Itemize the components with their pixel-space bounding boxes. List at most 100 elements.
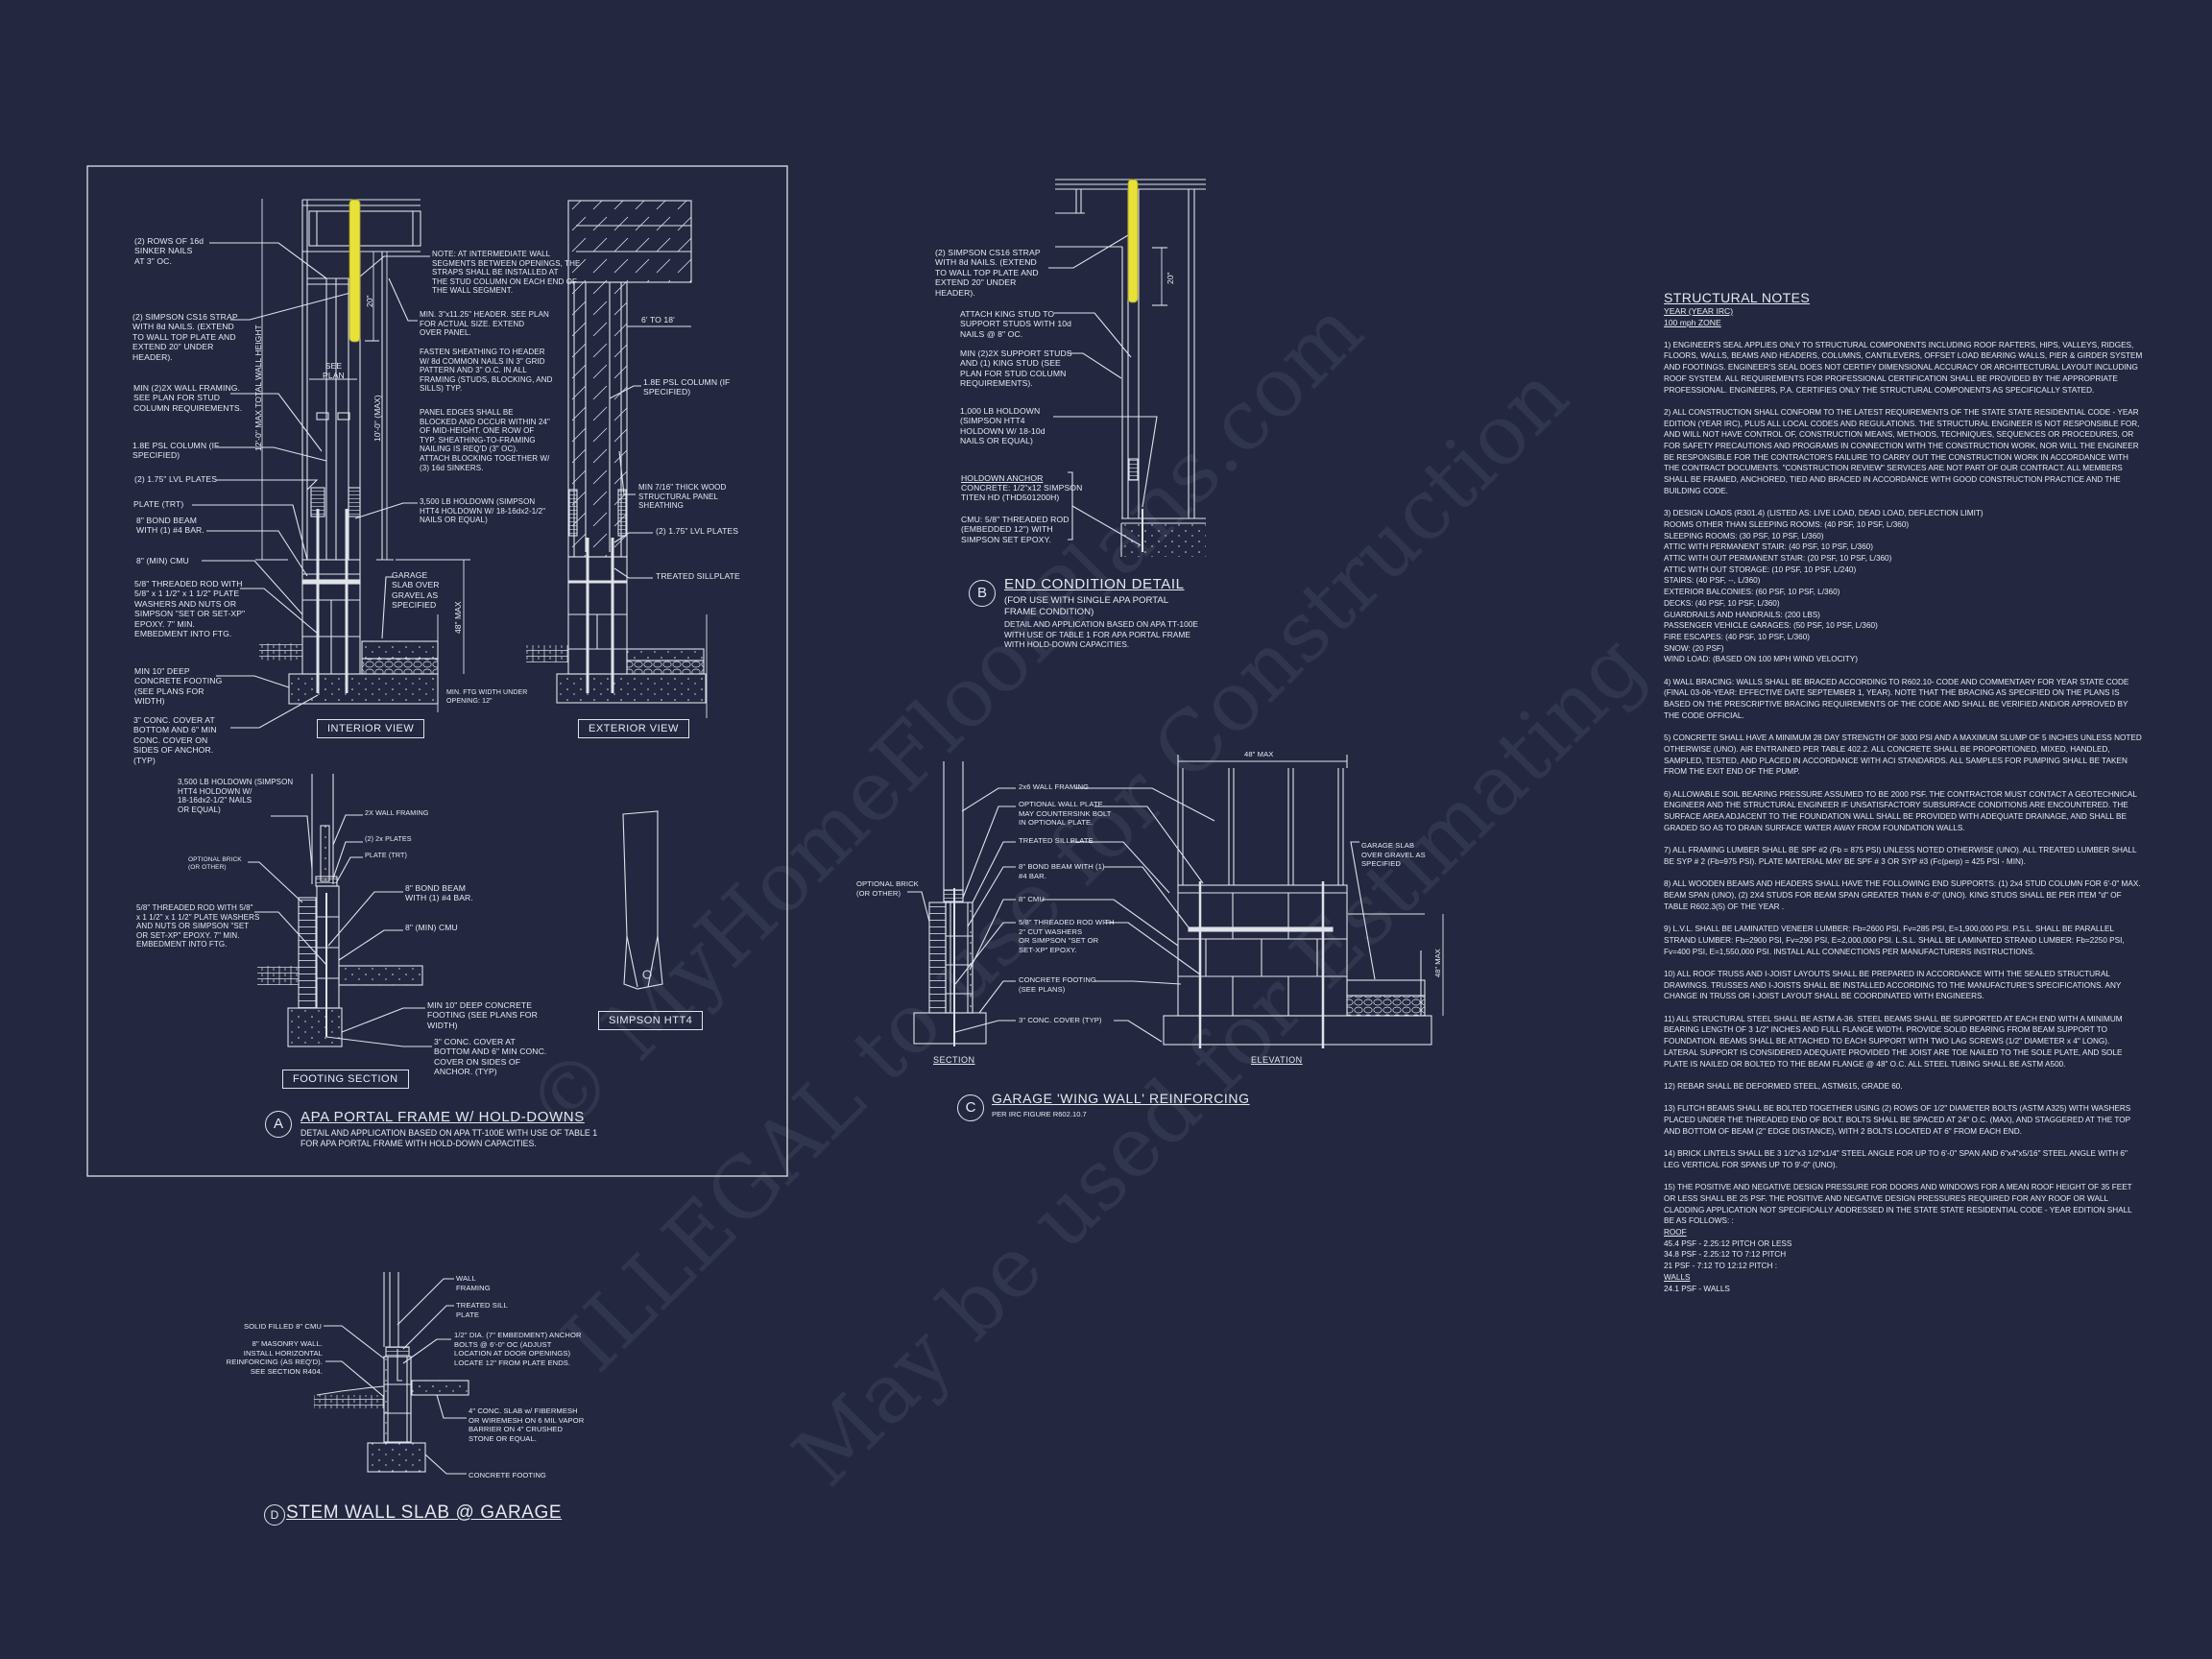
dim-strap-extension: 20" [365, 295, 374, 307]
label-min-ftg-width: MIN. FTG WIDTH UNDER OPENING: 12" [446, 689, 528, 705]
note-4: 4) WALL BRACING: WALLS SHALL BE BRACED A… [1664, 677, 2129, 720]
note-7: 7) ALL FRAMING LUMBER SHALL BE SPF #2 (F… [1664, 846, 2137, 866]
label-conc-cover: 3" CONC. COVER AT BOTTOM AND 6" MIN CONC… [133, 715, 217, 765]
walls-pressure: 24.1 PSF - WALLS [1664, 1284, 1730, 1293]
caption-exterior-view: EXTERIOR VIEW [578, 719, 689, 738]
wing-wall-section-drawing [907, 761, 1016, 1046]
dim-stem-max: 48" MAX [453, 601, 463, 634]
label-fs-conc-cover: 3" CONC. COVER AT BOTTOM AND 6" MIN CONC… [434, 1037, 547, 1077]
label-plate-trt: PLATE (TRT) [133, 499, 184, 509]
label-threaded-rod: 5/8" THREADED ROD WITH 5/8" x 1 1/2" x 1… [134, 579, 246, 639]
exterior-view-drawing [526, 200, 708, 718]
roof-pressure: 45.4 PSF - 2.25:12 PITCH OR LESS [1664, 1238, 1792, 1248]
label-c-bond-beam: 8" BOND BEAM WITH (1) #4 BAR. [1019, 862, 1105, 880]
design-loads-list: ROOMS OTHER THAN SLEEPING ROOMS: (40 PSF… [1664, 519, 2144, 665]
label-c-wall-framing: 2x6 WALL FRAMING [1019, 782, 1090, 791]
label-d-slab: 4" CONC. SLAB w/ FIBERMESH OR WIREMESH O… [469, 1407, 585, 1443]
design-load: DECKS: (40 PSF, 10 PSF, L/360) [1664, 598, 1780, 608]
label-b-cmu: CMU: 5/8" THREADED ROD (EMBEDDED 12") WI… [961, 515, 1070, 544]
label-cs16-strap: (2) SIMPSON CS16 STRAP WITH 8d NAILS. (E… [132, 312, 238, 362]
label-treated-sillplate: TREATED SILLPLATE [656, 571, 740, 581]
dim-total-wall-height: 12'-0" MAX TOTAL WALL HEIGHT [253, 325, 263, 451]
note-12: 12) REBAR SHALL BE DEFORMED STEEL, ASTM6… [1664, 1081, 1903, 1091]
caption-c-section: SECTION [933, 1055, 975, 1065]
label-b-support-studs: MIN (2)2X SUPPORT STUDS AND (1) KING STU… [960, 349, 1072, 389]
detail-marker-a: A [265, 1111, 292, 1138]
roof-pressure: 21 PSF - 7:12 TO 12:12 PITCH : [1664, 1262, 1778, 1271]
label-fs-holdown: 3,500 LB HOLDOWN (SIMPSON HTT4 HOLDOWN W… [178, 778, 294, 814]
note-8: 8) ALL WOODEN BEAMS AND HEADERS SHALL HA… [1664, 879, 2141, 911]
label-c-sillplate: TREATED SILLPLATE [1019, 836, 1094, 845]
dim-b-strap: 20" [1166, 272, 1175, 284]
label-holdown: 3,500 LB HOLDOWN (SIMPSON HTT4 HOLDOWN W… [420, 497, 546, 525]
label-panel-edges: PANEL EDGES SHALL BE BLOCKED AND OCCUR W… [420, 408, 550, 472]
label-c-garage-slab: GARAGE SLAB OVER GRAVEL AS SPECIFIED [1361, 841, 1426, 869]
label-lvl-plates: (2) 1.75" LVL PLATES [134, 474, 218, 484]
note-9: 9) L.V.L. SHALL BE LAMINATED VENEER LUMB… [1664, 925, 2125, 956]
dim-panel-width: 6' TO 18' [641, 315, 675, 325]
dim-c-width: 48" MAX [1244, 750, 1274, 758]
dim-see-plan: SEE PLAN [323, 361, 345, 381]
footing-section-drawing [248, 774, 432, 1047]
interior-view-drawing [192, 199, 470, 729]
label-ext-lvl-plates: (2) 1.75" LVL PLATES [656, 526, 739, 536]
label-fs-plates: (2) 2x PLATES [365, 834, 412, 843]
note-6: 6) ALLOWABLE SOIL BEARING PRESSURE ASSUM… [1664, 789, 2137, 832]
note-2: 2) ALL CONSTRUCTION SHALL CONFORM TO THE… [1664, 407, 2140, 495]
detail-marker-b: B [969, 580, 996, 607]
wing-wall-elevation-drawing [1042, 755, 1444, 1048]
detail-a-title: APA PORTAL FRAME W/ HOLD-DOWNS [301, 1109, 585, 1125]
walls-heading: WALLS [1664, 1272, 1691, 1282]
note-13: 13) FLITCH BEAMS SHALL BE BOLTED TOGETHE… [1664, 1104, 2131, 1136]
design-load: ATTIC WITH OUT STORAGE: (10 PSF, 10 PSF,… [1664, 565, 1857, 574]
roof-pressure: 34.8 PSF - 2.25:12 TO 7:12 PITCH [1664, 1250, 1787, 1260]
label-sinker-nails: (2) ROWS OF 16d SINKER NAILS AT 3" OC. [134, 236, 204, 266]
label-b-king-stud: ATTACH KING STUD TO SUPPORT STUDS WITH 1… [960, 309, 1072, 339]
note-11: 11) ALL STRUCTURAL STEEL SHALL BE ASTM A… [1664, 1014, 2123, 1069]
detail-c-subtitle: PER IRC FIGURE R602.10.7 [992, 1110, 1087, 1118]
detail-a-subtitle: DETAIL AND APPLICATION BASED ON APA TT-1… [301, 1128, 598, 1148]
note-3: 3) DESIGN LOADS (R301.4) (LISTED AS: LIV… [1664, 509, 1984, 518]
label-garage-slab: GARAGE SLAB OVER GRAVEL AS SPECIFIED [392, 570, 440, 611]
label-bond-beam: 8" BOND BEAM WITH (1) #4 BAR. [136, 516, 204, 536]
design-load: GUARDRAILS AND HANDRAILS: (200 LBS) [1664, 610, 1820, 619]
note-1: 1) ENGINEER'S SEAL APPLIES ONLY TO STRUC… [1664, 340, 2143, 395]
design-load: FIRE ESCAPES: (40 PSF, 10 PSF, L/360) [1664, 632, 1810, 641]
label-ext-psl-column: 1.8E PSL COLUMN (IF SPECIFIED) [643, 377, 731, 397]
detail-c-title: GARAGE 'WING WALL' REINFORCING [992, 1091, 1250, 1106]
label-b-concrete: CONCRETE: 1/2"x12 SIMPSON TITEN HD (THD5… [961, 483, 1083, 503]
roof-heading: ROOF [1664, 1228, 1687, 1238]
caption-c-elevation: ELEVATION [1251, 1055, 1303, 1065]
label-fasten-sheathing: FASTEN SHEATHING TO HEADER W/ 8d COMMON … [420, 348, 553, 394]
label-psl-column: 1.8E PSL COLUMN (IF SPECIFIED) [132, 441, 220, 461]
end-condition-drawing [1048, 179, 1206, 557]
caption-interior-view: INTERIOR VIEW [317, 719, 425, 738]
note-15: 15) THE POSITIVE AND NEGATIVE DESIGN PRE… [1664, 1183, 2132, 1226]
label-fs-threaded-rod: 5/8" THREADED ROD WITH 5/8" x 1 1/2" x 1… [136, 903, 260, 950]
detail-a-frame [86, 165, 788, 1177]
label-fs-plate-trt: PLATE (TRT) [365, 851, 407, 859]
stem-wall-drawing [314, 1272, 469, 1475]
note-14: 14) BRICK LINTELS SHALL BE 3 1/2"x3 1/2"… [1664, 1149, 2128, 1169]
label-wall-framing: MIN (2)2X WALL FRAMING. SEE PLAN FOR STU… [133, 383, 243, 413]
caption-simpson-htt4: SIMPSON HTT4 [598, 1011, 704, 1030]
structural-notes: STRUCTURAL NOTES YEAR (YEAR IRC) 100 mph… [1664, 290, 2144, 1294]
detail-marker-d: D [264, 1504, 285, 1526]
detail-d-title: STEM WALL SLAB @ GARAGE [286, 1503, 563, 1523]
notes-title: STRUCTURAL NOTES [1664, 290, 1811, 305]
note-5: 5) CONCRETE SHALL HAVE A MINIMUM 28 DAY … [1664, 733, 2142, 777]
label-fs-wall-framing: 2X WALL FRAMING [365, 808, 429, 817]
label-c-footing: CONCRETE FOOTING (SEE PLANS) [1019, 975, 1096, 994]
design-load: ATTIC WITH OUT PERMANENT STAIR: (20 PSF,… [1664, 554, 1892, 564]
label-b-strap: (2) SIMPSON CS16 STRAP WITH 8d NAILS. (E… [935, 248, 1041, 298]
label-d-wall-framing: WALL FRAMING [456, 1274, 491, 1292]
label-concrete-footing: MIN 10" DEEP CONCRETE FOOTING (SEE PLANS… [134, 666, 223, 707]
label-fs-bond-beam: 8" BOND BEAM WITH (1) #4 BAR. [405, 883, 473, 903]
label-b-holdown: 1,000 LB HOLDOWN (SIMPSON HTT4 HOLDOWN W… [960, 406, 1046, 446]
design-load: SLEEPING ROOMS: (30 PSF, 10 PSF, L/360) [1664, 531, 1824, 541]
design-load: ATTIC WITH PERMANENT STAIR: (40 PSF, 10 … [1664, 542, 1873, 552]
detail-b-subtitle: (FOR USE WITH SINGLE APA PORTAL FRAME CO… [1004, 595, 1169, 617]
label-d-masonry-wall: 8" MASONRY WALL. INSTALL HORIZONTAL REIN… [226, 1339, 323, 1376]
label-cmu: 8" (MIN) CMU [136, 556, 189, 565]
